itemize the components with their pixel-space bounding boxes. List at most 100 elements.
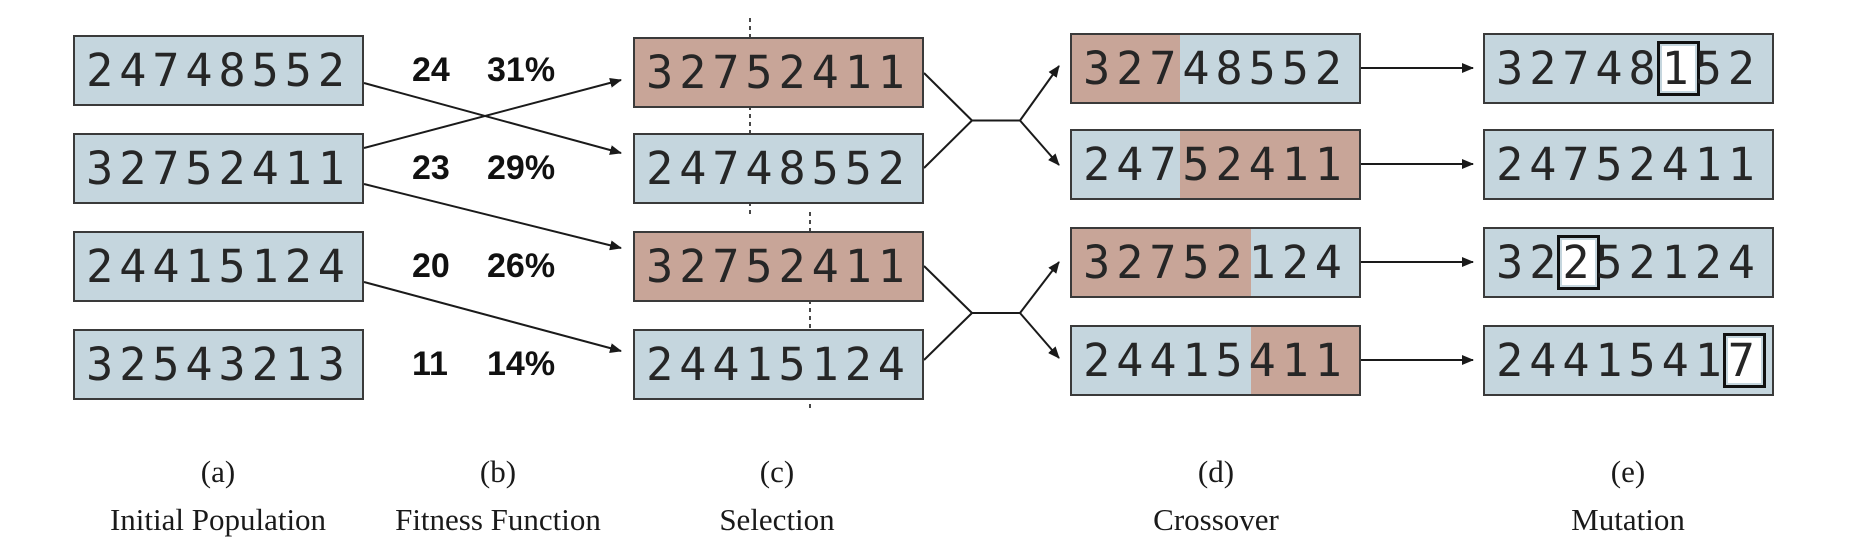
- gene-digit: 3: [1083, 42, 1117, 95]
- gene-digit: 5: [251, 44, 285, 97]
- caption-letter: (c): [759, 454, 795, 489]
- crossover-arrow: [1019, 261, 1060, 314]
- gene-digit: 4: [1562, 334, 1596, 387]
- chromosome-segment-right: [1179, 35, 1359, 102]
- gene-digit: 4: [1661, 334, 1695, 387]
- fitness-percent: 31%: [487, 51, 556, 89]
- gene-digit: 8: [218, 44, 252, 97]
- gene-digit: 2: [119, 142, 153, 195]
- gene-digit: 1: [811, 338, 845, 391]
- gene-digit: 7: [152, 44, 186, 97]
- caption-letter: (e): [1610, 454, 1646, 489]
- gene-digit: 5: [1215, 334, 1249, 387]
- gene-digit: 3: [1496, 42, 1530, 95]
- caption-letter: (b): [479, 454, 517, 489]
- gene-digit: 2: [1116, 42, 1150, 95]
- gene-digit: 7: [712, 142, 746, 195]
- gene-digit: 2: [86, 240, 120, 293]
- gene-digit: 8: [778, 142, 812, 195]
- gene-digit: 2: [1281, 236, 1315, 289]
- gene-digit: 3: [1496, 236, 1530, 289]
- gene-digit: 2: [1529, 42, 1563, 95]
- gene-digit: 1: [1694, 334, 1728, 387]
- gene-digit: 4: [185, 338, 219, 391]
- gene-digit: 2: [778, 46, 812, 99]
- gene-digit: 2: [1496, 138, 1530, 191]
- gene-digit: 7: [1562, 138, 1596, 191]
- gene-digit: 1: [844, 240, 878, 293]
- gene-digit: 2: [679, 46, 713, 99]
- gene-digit: 2: [1628, 138, 1662, 191]
- gene-digit: 5: [778, 338, 812, 391]
- gene-digit: 5: [745, 46, 779, 99]
- selection-arrow: [363, 82, 622, 155]
- gene-digit: 1: [317, 142, 351, 195]
- gene-digit: 4: [1727, 236, 1761, 289]
- gene-digit: 1: [1182, 334, 1216, 387]
- gene-digit: 2: [1314, 42, 1348, 95]
- gene-digit: 2: [1628, 236, 1662, 289]
- gene-digit: 2: [877, 142, 911, 195]
- selection-arrow: [363, 281, 622, 353]
- gene-digit: 8: [1628, 42, 1662, 95]
- gene-digit: 7: [1562, 42, 1596, 95]
- gene-digit: 2: [646, 338, 680, 391]
- pairing-line: [923, 119, 973, 169]
- gene-digit: 1: [284, 142, 318, 195]
- gene-digit: 5: [1628, 334, 1662, 387]
- pairing-line: [923, 312, 973, 361]
- fitness-score: 20: [412, 247, 450, 285]
- gene-digit: 5: [284, 44, 318, 97]
- gene-digit: 5: [152, 338, 186, 391]
- gene-digit: 2: [1116, 236, 1150, 289]
- gene-digit: 4: [745, 142, 779, 195]
- gene-digit: 4: [119, 240, 153, 293]
- gene-digit: 2: [1083, 334, 1117, 387]
- gene-digit: 5: [1182, 236, 1216, 289]
- gene-digit: 2: [317, 44, 351, 97]
- chromosome-segment-left: [1072, 229, 1252, 296]
- caption-label: Mutation: [1571, 502, 1685, 537]
- chromosome-segment-left: [1072, 131, 1180, 198]
- gene-digit: 4: [317, 240, 351, 293]
- gene-digit: 7: [712, 46, 746, 99]
- gene-digit: 1: [1281, 334, 1315, 387]
- gene-digit: 4: [1529, 138, 1563, 191]
- gene-digit: 4: [119, 44, 153, 97]
- gene-digit: 1: [251, 240, 285, 293]
- gene-digit: 2: [251, 338, 285, 391]
- gene-digit: 4: [251, 142, 285, 195]
- gene-digit: 1: [844, 46, 878, 99]
- selection-arrow: [363, 183, 622, 251]
- gene-digit: 3: [646, 240, 680, 293]
- gene-digit: 2: [844, 338, 878, 391]
- gene-digit: 1: [1281, 138, 1315, 191]
- gene-digit: 1: [1314, 138, 1348, 191]
- gene-digit: 2: [1496, 334, 1530, 387]
- gene-digit: 4: [1314, 236, 1348, 289]
- gene-digit: 2: [1083, 138, 1117, 191]
- fitness-score: 24: [412, 51, 450, 89]
- gene-digit: 5: [1182, 138, 1216, 191]
